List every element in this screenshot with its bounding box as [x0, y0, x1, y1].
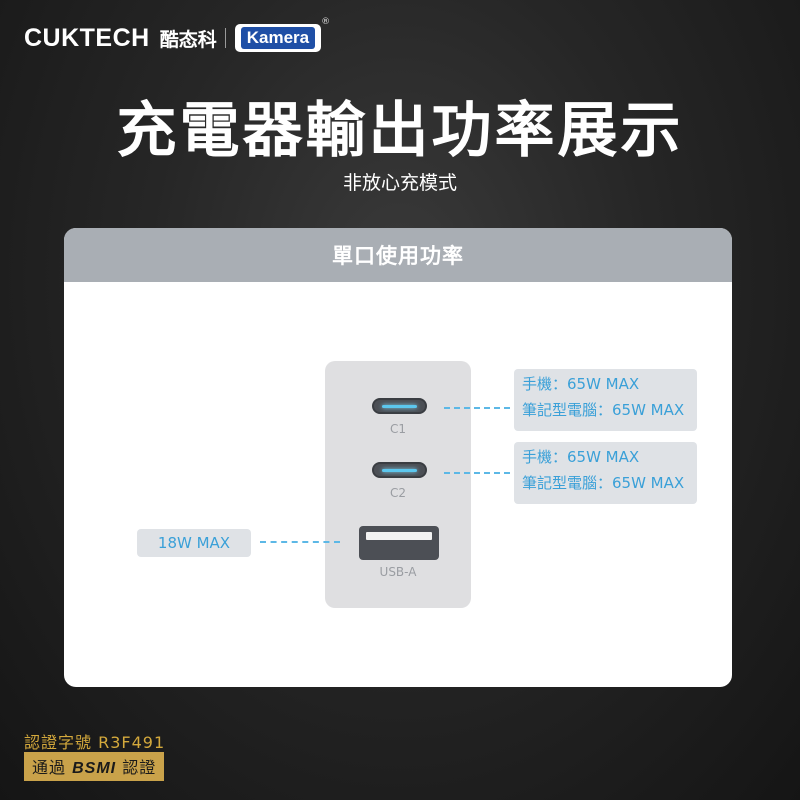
port-label-c1: C1 — [389, 422, 406, 436]
port-label-usba: USB-A — [379, 565, 417, 579]
c1-power-callout: 手機：65W MAX 筆記型電腦：65W MAX — [514, 369, 697, 431]
c1-connector-line — [444, 407, 510, 409]
usb-c-port-c1 — [372, 398, 427, 414]
brand-divider — [224, 28, 226, 48]
certification-number: 認證字號 R3F491 — [24, 733, 166, 752]
cuktech-chinese-logo: 酷态科 — [159, 28, 217, 51]
usba-connector-line — [260, 541, 340, 543]
usb-a-tongue — [366, 532, 432, 540]
bsmi-badge-brand: BSMI — [72, 760, 117, 777]
c2-laptop-power: 筆記型電腦：65W MAX — [522, 474, 685, 492]
kamera-logo-text: Kamera — [240, 27, 316, 49]
c2-phone-power: 手機：65W MAX — [522, 448, 640, 466]
port-label-c2: C2 — [389, 486, 406, 500]
c2-power-callout: 手機：65W MAX 筆記型電腦：65W MAX — [514, 442, 697, 504]
page-title: 充電器輸出功率展示 — [116, 96, 684, 166]
brand-logos: CUKTECH 酷态科 Kamera ® — [24, 17, 330, 54]
bsmi-badge-suffix: 認證 — [122, 758, 157, 777]
bsmi-badge: 通過 BSMI 認證 — [24, 752, 165, 781]
registered-mark: ® — [321, 17, 331, 27]
usb-c-port-c2 — [372, 462, 427, 478]
card-title: 單口使用功率 — [64, 228, 732, 282]
c1-phone-power: 手機：65W MAX — [522, 375, 640, 393]
kamera-logo: Kamera ® — [234, 17, 330, 52]
usb-a-port — [359, 526, 439, 560]
cuktech-logo: CUKTECH — [24, 23, 150, 52]
page-subtitle: 非放心充模式 — [342, 172, 457, 194]
charger-illustration: C1 C2 USB-A — [325, 361, 471, 608]
c1-laptop-power: 筆記型電腦：65W MAX — [522, 401, 685, 419]
port-c1-glow — [382, 405, 417, 408]
usba-power: 18W MAX — [157, 534, 231, 552]
port-c2-glow — [382, 469, 417, 472]
c2-connector-line — [444, 472, 510, 474]
usba-power-callout: 18W MAX — [137, 529, 251, 557]
bsmi-badge-prefix: 通過 — [32, 758, 67, 777]
